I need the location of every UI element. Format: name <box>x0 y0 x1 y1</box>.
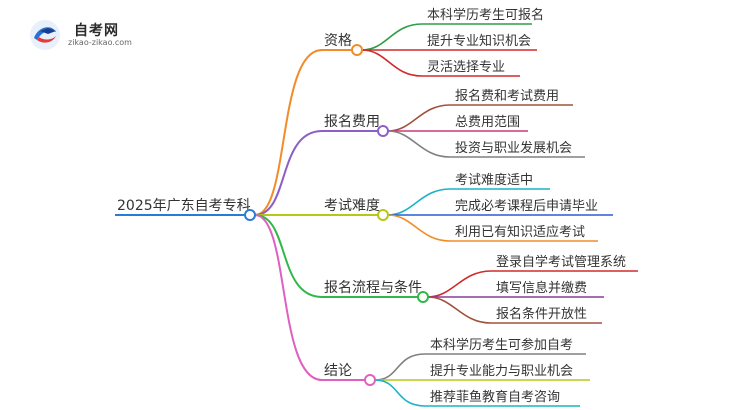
child-label-3-3: 利用已有知识适应考试 <box>455 224 585 240</box>
child-link-2-3 <box>387 130 451 158</box>
branch-label-1: 资格 <box>324 33 352 49</box>
branch-node-4[interactable] <box>417 291 429 303</box>
child-link-5-3 <box>374 379 426 407</box>
branch-link-4 <box>254 214 323 298</box>
child-link-3-3 <box>387 214 451 242</box>
child-label-1-1: 本科学历考生可报名 <box>427 7 544 23</box>
child-label-2-3: 投资与职业发展机会 <box>455 140 572 156</box>
branch-label-5: 结论 <box>324 363 352 379</box>
child-link-4-3 <box>427 296 492 324</box>
child-link-5-1 <box>374 353 426 381</box>
branch-node-2[interactable] <box>377 125 389 137</box>
child-link-3-1 <box>387 188 451 216</box>
graduation-cap-icon <box>30 20 60 50</box>
child-label-2-2: 总费用范围 <box>455 115 520 130</box>
child-label-3-1: 考试难度适中 <box>455 172 533 188</box>
mindmap-links <box>115 23 638 407</box>
logo-url: zikao-zikao.com <box>68 38 132 47</box>
child-label-1-3: 灵活选择专业 <box>427 60 505 75</box>
branch-node-1[interactable] <box>351 44 363 56</box>
root-node[interactable] <box>244 209 256 221</box>
branch-link-1 <box>254 49 323 216</box>
child-label-4-2: 填写信息并缴费 <box>496 280 587 296</box>
branch-link-5 <box>254 214 323 381</box>
site-logo[interactable]: 自考网 zikao-zikao.com <box>28 18 158 52</box>
child-link-4-1 <box>427 270 492 298</box>
logo-title: 自考网 <box>74 23 119 39</box>
branch-label-4: 报名流程与条件 <box>324 279 422 296</box>
child-label-2-1: 报名费和考试费用 <box>455 88 559 104</box>
child-label-3-2: 完成必考课程后申请毕业 <box>455 199 598 214</box>
branch-node-5[interactable] <box>364 374 376 386</box>
mindmap-nodes: 2025年广东自考专科 资格 本科学历考生可报名提升专业知识机会灵活选择专业报名费用… <box>117 7 626 405</box>
branch-label-3: 考试难度 <box>324 198 380 214</box>
child-label-4-1: 登录自学考试管理系统 <box>496 254 626 270</box>
child-label-5-2: 提升专业能力与职业机会 <box>430 363 573 379</box>
child-label-5-1: 本科学历考生可参加自考 <box>430 337 573 353</box>
root-label: 2025年广东自考专科 <box>117 198 251 214</box>
child-link-2-1 <box>387 104 451 132</box>
child-link-1-1 <box>361 23 423 51</box>
child-label-1-2: 提升专业知识机会 <box>427 33 531 49</box>
branch-label-2: 报名费用 <box>324 114 380 130</box>
child-link-1-3 <box>361 49 423 77</box>
child-label-5-3: 推荐菲鱼教育自考咨询 <box>430 389 560 405</box>
child-label-4-3: 报名条件开放性 <box>496 306 587 322</box>
branch-link-2 <box>254 130 323 216</box>
branch-node-3[interactable] <box>377 209 389 221</box>
